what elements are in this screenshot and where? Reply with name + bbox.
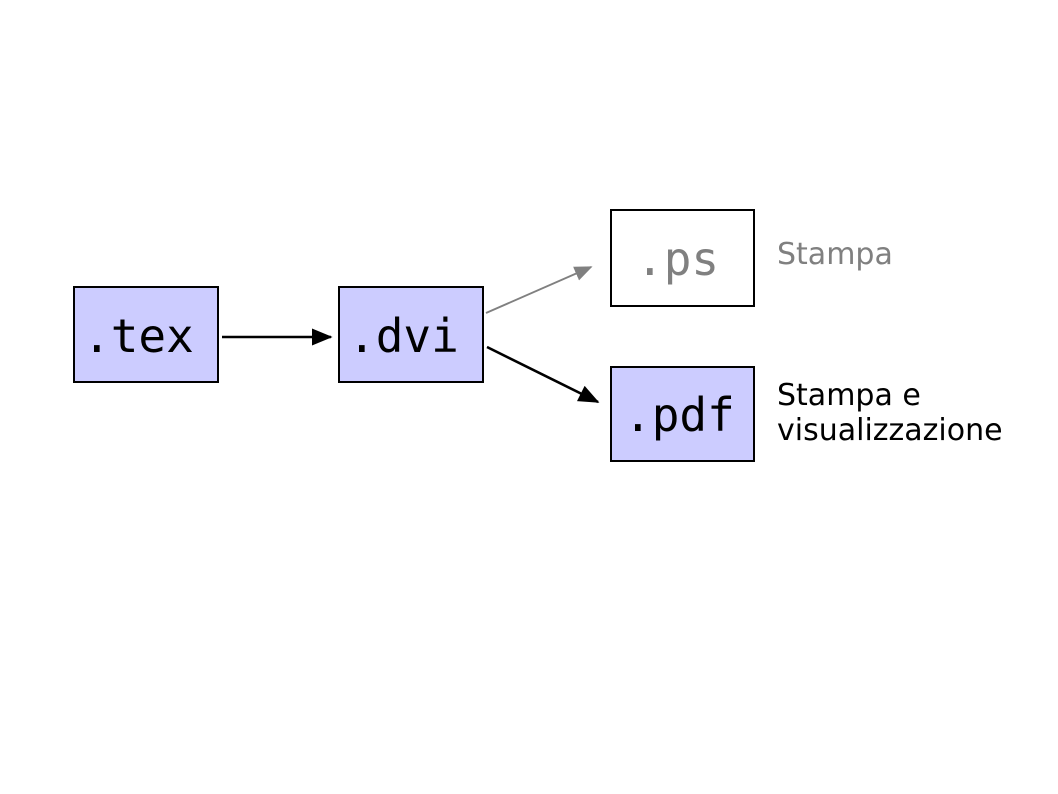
node-pdf[interactable]: .pdf <box>610 366 755 462</box>
node-ps-label: .ps <box>636 232 720 286</box>
annotation-pdf-note: Stampa e visualizzazione <box>777 378 1003 449</box>
node-pdf-label: .pdf <box>624 388 735 442</box>
node-tex-label: .tex <box>83 308 194 363</box>
annotation-ps-note: Stampa <box>777 237 893 272</box>
node-dvi[interactable]: .dvi <box>338 286 484 383</box>
edge-dvi-to-pdf <box>486 345 600 404</box>
node-ps[interactable]: .ps <box>610 209 755 307</box>
node-dvi-label: .dvi <box>348 308 459 363</box>
node-tex[interactable]: .tex <box>73 286 219 383</box>
edge-dvi-to-ps <box>485 266 593 314</box>
